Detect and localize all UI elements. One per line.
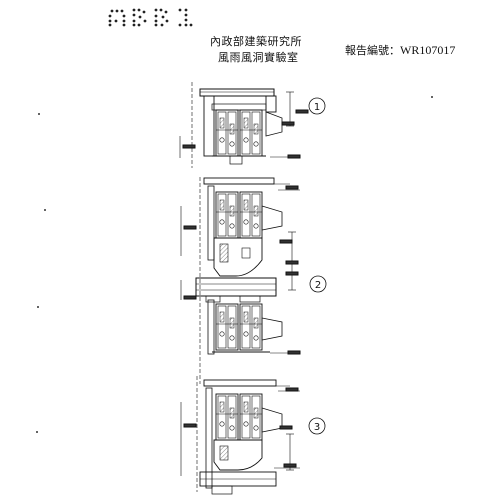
institute-name: 內政部建築研究所 [210, 35, 302, 48]
section-1-drawing [179, 82, 309, 168]
report-number: WR107017 [400, 43, 456, 57]
report-label: 報告編號： [345, 44, 400, 57]
report-number-line: 報告編號：WR107017 [345, 42, 455, 58]
lab-name: 風雨風洞實驗室 [218, 51, 299, 64]
scan-speck [44, 209, 46, 211]
scan-speck [38, 113, 40, 115]
section-1-marker: 1 [308, 97, 326, 115]
section-2-drawing [180, 177, 301, 384]
scan-speck [431, 96, 433, 98]
section-1-marker-label: 1 [314, 102, 320, 113]
section-3-marker-label: 3 [314, 422, 320, 433]
section-3-drawing [180, 376, 300, 495]
scan-speck [36, 431, 38, 433]
section-2-marker-label: 2 [315, 280, 321, 291]
section-2-marker: 2 [309, 275, 327, 293]
scan-speck [37, 306, 39, 308]
section-3-marker: 3 [308, 417, 326, 435]
page-id-stamp [108, 8, 193, 27]
